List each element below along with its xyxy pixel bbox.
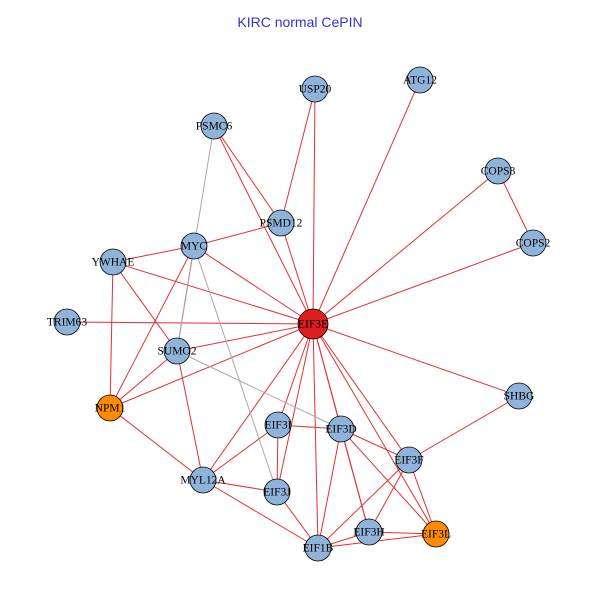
node-label-MYC: MYC bbox=[181, 241, 208, 253]
node-label-YWHAE: YWHAE bbox=[92, 257, 135, 269]
edge-EIF3I-MYL12A bbox=[202, 424, 279, 481]
node-label-USP20: USP20 bbox=[299, 84, 332, 96]
edge-EIF3E-PSMD12 bbox=[280, 222, 314, 325]
node-EIF3E bbox=[297, 308, 329, 340]
edge-EIF3E-EIF3J bbox=[276, 323, 314, 493]
edge-EIF3E-EIF1B bbox=[312, 323, 319, 549]
edge-SUMO2-EIF3D bbox=[176, 350, 342, 430]
edge-EIF3F-SHBG bbox=[408, 395, 520, 461]
node-YWHAE bbox=[99, 248, 127, 276]
edge-MYL12A-EIF1B bbox=[202, 479, 319, 549]
node-PSMD12 bbox=[267, 209, 295, 237]
edge-EIF3E-USP20 bbox=[312, 88, 316, 325]
edge-YWHAE-SUMO2 bbox=[112, 261, 178, 352]
node-label-EIF1B: EIF1B bbox=[303, 543, 334, 555]
node-EIF3F bbox=[395, 446, 423, 474]
node-label-EIF3I: EIF3I bbox=[265, 420, 292, 432]
node-label-EIF3J: EIF3J bbox=[263, 487, 291, 499]
edge-EIF3F-EIF3H bbox=[368, 459, 410, 533]
edge-NPM1-MYL12A bbox=[109, 407, 204, 481]
edge-EIF3E-COPS8 bbox=[312, 170, 499, 325]
edge-EIF3E-COPS2 bbox=[312, 242, 534, 325]
edge-EIF3E-MYL12A bbox=[202, 323, 314, 481]
edge-PSMC6-PSMD12 bbox=[213, 125, 282, 224]
edge-EIF3E-SUMO2 bbox=[176, 323, 314, 352]
edge-MYC-EIF3J bbox=[193, 245, 278, 493]
edge-EIF3E-YWHAE bbox=[112, 261, 314, 325]
node-label-EIF3L: EIF3L bbox=[421, 529, 451, 541]
edge-EIF3E-EIF3I bbox=[277, 323, 314, 426]
node-label-EIF3D: EIF3D bbox=[325, 424, 356, 436]
edge-EIF3E-EIF3F bbox=[312, 323, 410, 461]
node-EIF3L bbox=[422, 520, 450, 548]
node-label-NPM1: NPM1 bbox=[95, 403, 126, 415]
node-COPS2 bbox=[519, 229, 547, 257]
node-label-SUMO2: SUMO2 bbox=[158, 346, 197, 358]
edge-EIF3E-EIF3L bbox=[312, 323, 437, 535]
edge-SUMO2-NPM1 bbox=[109, 350, 178, 409]
edge-EIF3E-MYC bbox=[193, 245, 314, 325]
node-label-COPS2: COPS2 bbox=[516, 238, 551, 250]
node-EIF1B bbox=[304, 534, 332, 562]
edge-EIF3E-ATG12 bbox=[312, 79, 421, 325]
node-label-PSMC6: PSMC6 bbox=[196, 121, 233, 133]
node-EIF3J bbox=[263, 478, 291, 506]
node-label-EIF3E: EIF3E bbox=[298, 319, 328, 331]
node-EIF3I bbox=[264, 411, 292, 439]
edge-EIF3D-EIF3L bbox=[340, 428, 437, 535]
node-label-TRIM63: TRIM63 bbox=[47, 317, 88, 329]
plot-title: KIRC normal CePIN bbox=[237, 14, 363, 30]
node-COPS8 bbox=[484, 157, 512, 185]
node-NPM1 bbox=[96, 394, 124, 422]
node-USP20 bbox=[301, 75, 329, 103]
node-PSMC6 bbox=[200, 112, 228, 140]
edge-EIF3E-NPM1 bbox=[109, 323, 314, 409]
node-label-EIF3H: EIF3H bbox=[353, 527, 384, 539]
node-EIF3D bbox=[327, 415, 355, 443]
node-MYC bbox=[180, 232, 208, 260]
edge-YWHAE-NPM1 bbox=[109, 261, 114, 409]
edge-EIF3E-TRIM63 bbox=[66, 321, 314, 325]
edge-layer bbox=[66, 79, 534, 549]
edge-YWHAE-MYC bbox=[112, 245, 195, 263]
edge-USP20-PSMD12 bbox=[280, 88, 316, 224]
edge-SUMO2-MYL12A bbox=[176, 350, 204, 481]
node-label-COPS8: COPS8 bbox=[481, 166, 516, 178]
node-label-SHBG: SHBG bbox=[504, 391, 535, 403]
edge-EIF3D-EIF1B bbox=[317, 428, 342, 549]
node-label-ATG12: ATG12 bbox=[403, 75, 437, 87]
edge-MYC-NPM1 bbox=[109, 245, 195, 409]
node-layer bbox=[53, 66, 547, 562]
node-label-PSMD12: PSMD12 bbox=[260, 218, 303, 230]
edge-EIF3F-EIF1B bbox=[317, 459, 410, 549]
node-TRIM63 bbox=[53, 308, 81, 336]
edge-MYC-PSMD12 bbox=[193, 222, 282, 247]
node-label-EIF3F: EIF3F bbox=[394, 455, 423, 467]
node-ATG12 bbox=[406, 66, 434, 94]
edge-EIF3E-SHBG bbox=[312, 323, 520, 397]
node-SHBG bbox=[505, 382, 533, 410]
edge-EIF3D-EIF3H bbox=[340, 428, 370, 533]
node-MYL12A bbox=[189, 466, 217, 494]
node-SUMO2 bbox=[163, 337, 191, 365]
edge-EIF3E-PSMC6 bbox=[213, 125, 314, 325]
node-label-MYL12A: MYL12A bbox=[180, 475, 226, 487]
node-EIF3H bbox=[355, 518, 383, 546]
